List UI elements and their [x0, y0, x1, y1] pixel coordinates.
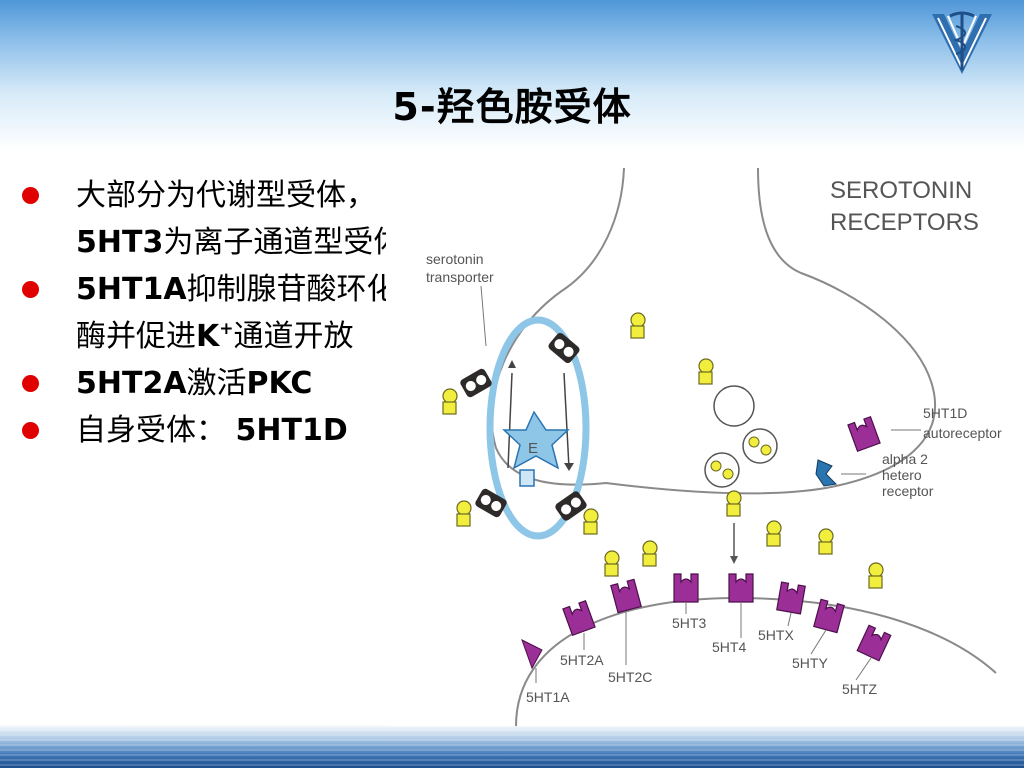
bullet-text-bold: 5HT3 [76, 225, 164, 260]
transporter-pump-icon [552, 488, 590, 524]
filled-vesicle [704, 452, 740, 488]
medical-caduceus-logo-icon [932, 11, 992, 74]
alpha2-label-line: alpha 2 [882, 451, 928, 467]
footer-water-band [0, 724, 1024, 768]
receptor-label-5ht1a: 5HT1A [526, 689, 570, 705]
transporter-pump-icon [472, 486, 510, 520]
transporter-pump-icon [457, 366, 495, 400]
bullet-item: 5HT1A抑制腺苷酸环化酶并促进K+通道开放 [14, 266, 414, 360]
serotonin-molecule-icon [630, 312, 646, 339]
bullet-text: 抑制腺苷酸环化酶并促进 [76, 272, 397, 354]
autoreceptor-label-line: autoreceptor [923, 425, 1002, 441]
bullet-text: 为离子通道型受体 [163, 225, 404, 260]
filled-vesicle [742, 428, 778, 464]
receptor-label-5htx: 5HTX [758, 627, 794, 643]
slide-title: 5-羟色胺受体 [392, 85, 632, 129]
serotonin-molecule-icon [642, 540, 658, 567]
bullet-text-bold: 5HT2A [76, 366, 187, 401]
figure-title-line: RECEPTORS [830, 209, 979, 236]
serotonin-molecule-icon [442, 388, 458, 415]
receptor-label-5ht4: 5HT4 [712, 639, 746, 655]
serotonin-receptor-diagram: E SEROTONIN RE [386, 168, 1024, 726]
receptor-label-5htz: 5HTZ [842, 681, 877, 697]
bullet-dot-icon [22, 281, 39, 298]
header-gradient-band [0, 0, 1024, 150]
receptor-label-5ht3: 5HT3 [672, 615, 706, 631]
5htx-receptor-icon [776, 581, 806, 615]
bullet-text-bold: K [196, 319, 220, 354]
bullet-dot-icon [22, 422, 39, 439]
serotonin-molecule-icon [766, 520, 782, 547]
bullet-text: 通道开放 [233, 319, 354, 354]
enzyme-star-shape [502, 410, 570, 470]
bullet-text: 激活 [186, 366, 247, 401]
5ht2c-receptor-icon [610, 578, 642, 614]
5ht4-receptor-icon [728, 573, 754, 603]
receptor-label-5ht2c: 5HT2C [608, 669, 652, 685]
transporter-label-line: serotonin [426, 251, 484, 267]
alpha2-label-line: receptor [882, 483, 934, 499]
5htz-receptor-icon [856, 624, 892, 662]
figure-title-line: SEROTONIN [830, 177, 972, 204]
bullet-dot-icon [22, 375, 39, 392]
superscript-plus: + [219, 319, 234, 339]
transporter-label-line: transporter [426, 269, 494, 285]
5ht3-receptor-icon [673, 573, 699, 603]
bullet-text: 自身受体： [76, 413, 236, 448]
bullet-text-bold: 5HT1A [76, 272, 187, 307]
receptor-label-5ht2a: 5HT2A [560, 652, 604, 668]
5ht1a-receptor-icon [521, 638, 543, 670]
5ht2a-receptor-icon [562, 600, 596, 636]
receptor-label-5hty: 5HTY [792, 655, 828, 671]
bullet-dot-icon [22, 187, 39, 204]
bullet-item: 大部分为代谢型受体， 5HT3为离子通道型受体 [14, 172, 414, 266]
serotonin-molecule-icon [726, 490, 742, 517]
serotonin-molecule-icon [456, 500, 472, 527]
serotonin-transporter-ring [486, 316, 590, 540]
empty-vesicle [713, 385, 755, 427]
bullet-text: 大部分为代谢型受体， [76, 178, 376, 213]
bullet-text-bold: PKC [246, 366, 313, 401]
serotonin-molecule-icon [583, 508, 599, 535]
autoreceptor-label-line: 5HT1D [923, 405, 967, 421]
bullet-list: 大部分为代谢型受体， 5HT3为离子通道型受体 5HT1A抑制腺苷酸环化酶并促进K… [14, 172, 414, 454]
enzyme-label: E [528, 440, 538, 457]
bullet-item: 5HT2A激活PKC [14, 360, 414, 407]
bullet-text-bold: 5HT1D [235, 413, 348, 448]
serotonin-molecule-icon [604, 550, 620, 577]
serotonin-molecule-icon [818, 528, 834, 555]
alpha2-label-line: hetero [882, 467, 922, 483]
bullet-item: 自身受体： 5HT1D [14, 407, 414, 454]
serotonin-molecule-icon [868, 562, 884, 589]
alpha2-heteroreceptor-icon [815, 459, 838, 487]
serotonin-molecule-icon [698, 358, 714, 385]
